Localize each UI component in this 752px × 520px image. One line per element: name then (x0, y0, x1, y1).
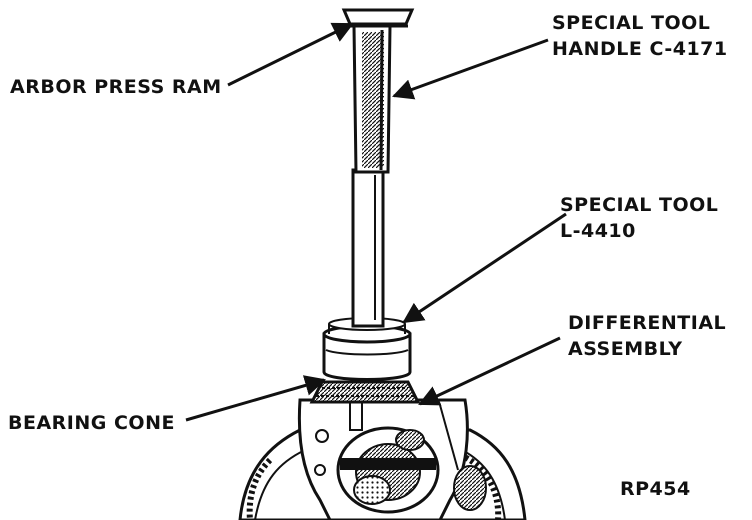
label-bearing-cone: BEARING CONE (8, 410, 175, 436)
tool-line-1: SPECIAL TOOL (560, 194, 719, 216)
tool-l4410-arrow (402, 212, 567, 324)
handle-line-2: HANDLE C-4171 (552, 38, 728, 60)
label-arbor-press-ram: ARBOR PRESS RAM (10, 74, 222, 100)
label-special-tool-handle: SPECIAL TOOL HANDLE C-4171 (552, 10, 728, 62)
label-special-tool-l4410: SPECIAL TOOL L-4410 (560, 192, 718, 244)
handle-arrow (392, 38, 549, 100)
diff-line-2: ASSEMBLY (568, 338, 683, 360)
handle-shaft (351, 168, 385, 328)
figure-code-text: RP454 (620, 478, 691, 500)
tool-line-2: L-4410 (560, 220, 636, 242)
figure-code: RP454 (620, 476, 691, 502)
special-tool-l4410 (322, 317, 412, 381)
arbor-press-ram (341, 8, 415, 28)
differential-arrow (418, 336, 561, 406)
diff-line-1: DIFFERENTIAL (568, 312, 727, 334)
handle-line-1: SPECIAL TOOL (552, 12, 711, 34)
differential-assembly (238, 398, 527, 520)
label-differential-assembly: DIFFERENTIAL ASSEMBLY (568, 310, 726, 362)
special-tool-handle-c4171 (352, 24, 392, 174)
bearing-cone-text: BEARING CONE (8, 412, 175, 434)
arbor-press-ram-arrow (227, 22, 354, 87)
arbor-press-ram-text: ARBOR PRESS RAM (10, 76, 222, 98)
bearing-cone-arrow (185, 375, 327, 422)
bearing-cone (309, 380, 421, 404)
